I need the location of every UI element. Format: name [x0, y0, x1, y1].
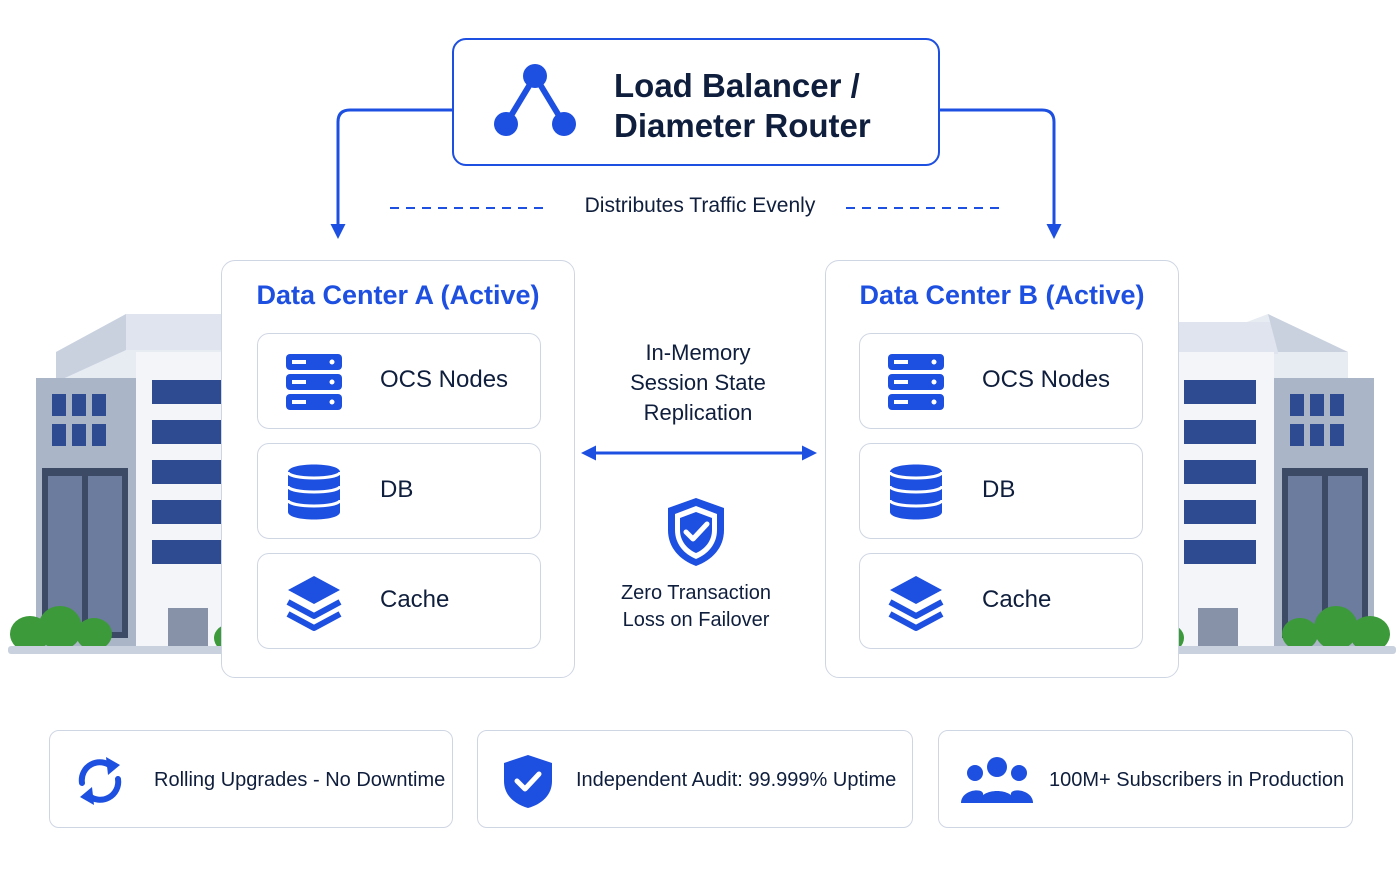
component-label: Cache	[982, 586, 1052, 613]
replication-line3: Replication	[643, 400, 753, 425]
feature-label: 100M+ Subscribers in Production	[1049, 769, 1345, 791]
feature-card-audit: Independent Audit: 99.999% Uptime	[477, 730, 913, 828]
data-center-a-title: Data Center A (Active)	[256, 280, 540, 310]
shield-check-icon	[668, 498, 724, 566]
lb-to-dc-a-arrow	[330, 108, 452, 239]
database-icon	[286, 464, 342, 520]
building-left-illustration	[8, 314, 254, 654]
feature-label: Rolling Upgrades - No Downtime	[154, 769, 446, 791]
load-balancer-title-line2: Diameter Router	[614, 107, 871, 144]
layers-icon	[888, 576, 944, 631]
users-icon	[961, 757, 1033, 803]
layers-icon	[286, 576, 342, 631]
database-icon	[888, 464, 944, 520]
replication-label: In-Memory Session State Replication	[596, 338, 800, 428]
dc-a-cache-card: Cache	[257, 553, 541, 649]
dc-a-ocs-nodes-card: OCS Nodes	[257, 333, 541, 429]
refresh-icon	[78, 757, 122, 805]
feature-card-rolling-upgrades: Rolling Upgrades - No Downtime	[49, 730, 453, 828]
network-nodes-icon	[494, 64, 576, 136]
load-balancer-title-line1: Load Balancer /	[614, 67, 860, 104]
server-stack-icon	[888, 354, 944, 410]
shield-check-icon	[504, 755, 552, 808]
replication-line2: Session State	[630, 370, 766, 395]
component-label: Cache	[380, 586, 450, 613]
building-right-illustration	[1150, 314, 1396, 654]
failover-label: Zero Transaction Loss on Failover	[586, 580, 806, 634]
feature-card-subscribers: 100M+ Subscribers in Production	[938, 730, 1353, 828]
lb-to-dc-b-arrow	[940, 108, 1062, 239]
server-stack-icon	[286, 354, 342, 410]
feature-label: Independent Audit: 99.999% Uptime	[576, 769, 897, 791]
dc-b-ocs-nodes-card: OCS Nodes	[859, 333, 1143, 429]
load-balancer-title: Load Balancer / Diameter Router	[614, 66, 934, 146]
component-label: DB	[982, 476, 1016, 503]
traffic-label: Distributes Traffic Evenly	[584, 194, 816, 217]
component-label: DB	[380, 476, 414, 503]
component-label: OCS Nodes	[380, 366, 509, 393]
dc-b-db-card: DB	[859, 443, 1143, 539]
failover-line2: Loss on Failover	[622, 609, 770, 631]
load-balancer-box	[452, 38, 940, 166]
replication-line1: In-Memory	[645, 340, 751, 365]
data-center-b-title: Data Center B (Active)	[859, 280, 1145, 310]
component-label: OCS Nodes	[982, 366, 1111, 393]
dc-b-cache-card: Cache	[859, 553, 1143, 649]
failover-line1: Zero Transaction	[620, 582, 772, 604]
dc-a-db-card: DB	[257, 443, 541, 539]
